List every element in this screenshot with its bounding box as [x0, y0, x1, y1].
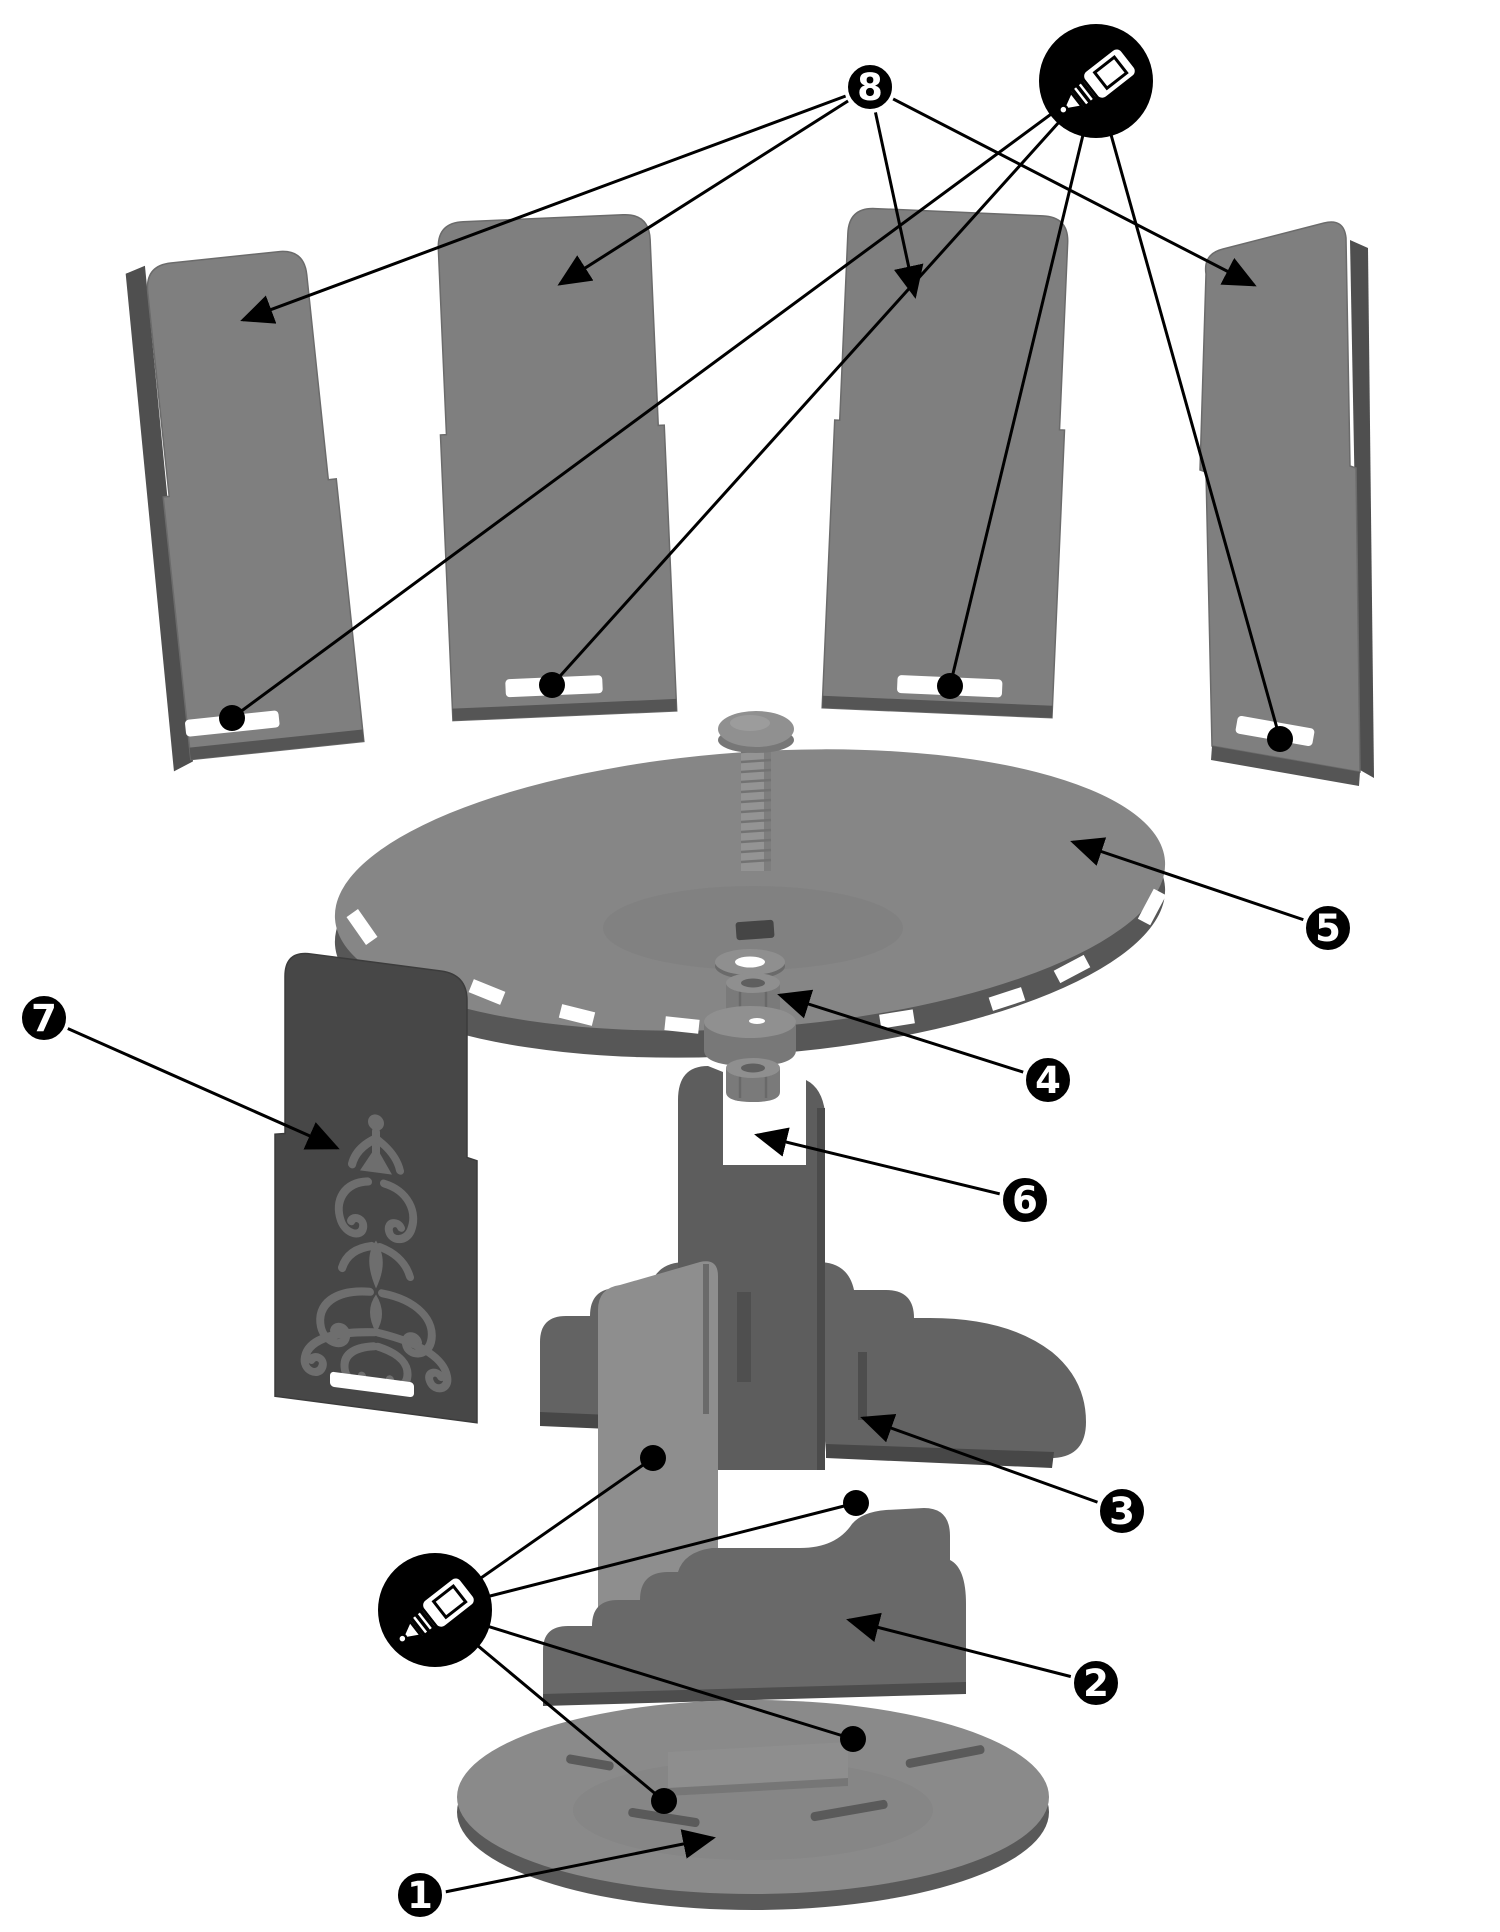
- svg-text:2: 2: [1083, 1662, 1109, 1705]
- glue-marker-bottom: [378, 1553, 492, 1667]
- glue-line-joint-3: [434, 1608, 854, 1741]
- lower-cross-support: [543, 1508, 966, 1706]
- callout-arrows: [43, 79, 1329, 1899]
- glue-line-joint-2: [434, 1501, 857, 1612]
- arrow-6-to-column-slot: [754, 1127, 1026, 1202]
- decorative-panel: [274, 952, 478, 1424]
- side-panel-4: [1199, 221, 1374, 786]
- disc-edge-notches: [346, 888, 1167, 1034]
- callout-1: 1: [394, 1869, 446, 1921]
- svg-text:3: 3: [1109, 1490, 1135, 1533]
- glue-marker-top: [1039, 24, 1153, 138]
- arrow-4-to-nut: [777, 989, 1049, 1082]
- glue-dots: [219, 672, 1293, 1814]
- arrow-8-to-panel-3: [868, 86, 924, 299]
- glue-line-panel-2: [550, 79, 1098, 687]
- wing-slot-mark: [858, 1352, 867, 1420]
- washer: [715, 949, 785, 979]
- glue-line-panel-3: [948, 80, 1098, 687]
- side-panel-3: [821, 207, 1069, 719]
- glue-line-panel-4: [1094, 80, 1282, 740]
- decorative-panel-slot: [330, 1371, 414, 1398]
- spacer-wheel: [704, 1006, 796, 1066]
- callout-6: 6: [999, 1174, 1051, 1226]
- arrow-2-to-lower-cross: [846, 1612, 1097, 1685]
- callout-5: 5: [1302, 902, 1354, 954]
- side-panel-2: [437, 213, 678, 722]
- arrow-8-to-panel-4: [869, 85, 1257, 287]
- arrow-7-to-decorative-panel: [43, 1016, 340, 1150]
- arrow-5-to-disc: [1070, 837, 1329, 930]
- glue-dot-joint-4: [651, 1788, 677, 1814]
- side-panel-1: [125, 250, 365, 772]
- glue-dot-joint-2: [843, 1490, 869, 1516]
- glue-dot-panel-3: [937, 673, 963, 699]
- glue-dot-panel-2: [539, 672, 565, 698]
- hex-nut-lower: [726, 1058, 780, 1102]
- column-half-lap-slot: [737, 1292, 751, 1382]
- svg-text:4: 4: [1035, 1059, 1061, 1102]
- arrow-3-to-upper-cross: [860, 1414, 1123, 1513]
- arrow-8-to-panel-1: [240, 85, 871, 324]
- callout-4: 4: [1022, 1054, 1074, 1106]
- base-slots: [566, 1745, 985, 1827]
- svg-text:6: 6: [1012, 1179, 1038, 1222]
- svg-text:5: 5: [1315, 907, 1341, 950]
- lower-cross-front-arm: [668, 1742, 848, 1796]
- svg-text:8: 8: [857, 66, 883, 109]
- svg-text:1: 1: [407, 1874, 433, 1917]
- glue-dot-joint-1: [640, 1445, 666, 1471]
- callout-2: 2: [1070, 1657, 1122, 1709]
- damask-ornament: [305, 1114, 448, 1393]
- disc-center-hole: [735, 919, 775, 941]
- arrow-8-to-panel-2: [557, 85, 871, 286]
- base-disc: [457, 1700, 1049, 1910]
- arrow-1-to-base: [419, 1829, 716, 1899]
- glue-dot-panel-1: [219, 705, 245, 731]
- glue-dot-joint-3: [840, 1726, 866, 1752]
- glue-line-panel-1: [231, 79, 1097, 720]
- svg-text:7: 7: [31, 997, 57, 1040]
- carriage-bolt: [718, 711, 794, 871]
- callout-badges: 1 2 3 4 5 6 7 8: [18, 61, 1354, 1921]
- glue-dot-panel-4: [1267, 726, 1293, 752]
- turntable-disc: [334, 749, 1167, 1058]
- callout-3: 3: [1096, 1485, 1148, 1537]
- callout-7: 7: [18, 992, 70, 1044]
- callout-8: 8: [844, 61, 896, 113]
